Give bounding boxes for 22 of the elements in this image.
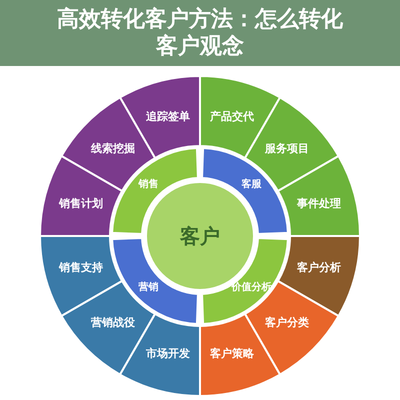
title-text: 高效转化客户方法：怎么转化客户观念	[56, 6, 344, 60]
segment-label: 销售计划	[59, 198, 104, 210]
wheel-segment	[39, 155, 124, 237]
wheel-segment	[276, 155, 361, 237]
segment-label: 市场开发	[146, 348, 190, 362]
segment-label: 客户分类	[264, 316, 309, 330]
segment-label: 产品交代	[210, 110, 254, 124]
segment-label: 客服	[242, 178, 262, 190]
segment-label: 客户分析	[296, 262, 341, 274]
segment-label: 追踪签单	[146, 110, 190, 124]
segment-label: 事件处理	[296, 198, 341, 210]
center-label: 客户	[180, 224, 220, 248]
wheel-segment	[39, 235, 124, 317]
segment-label: 线索挖掘	[91, 142, 136, 156]
segment-label: 服务项目	[264, 142, 309, 156]
wheel-segment	[60, 96, 156, 192]
segment-label: 营销	[138, 282, 158, 294]
segment-label: 营销战役	[91, 316, 136, 330]
segment-label: 销售支持	[59, 262, 104, 274]
segment-label: 客户策略	[210, 348, 254, 362]
wheel-segment	[276, 235, 361, 317]
segment-label: 销售	[138, 178, 158, 190]
